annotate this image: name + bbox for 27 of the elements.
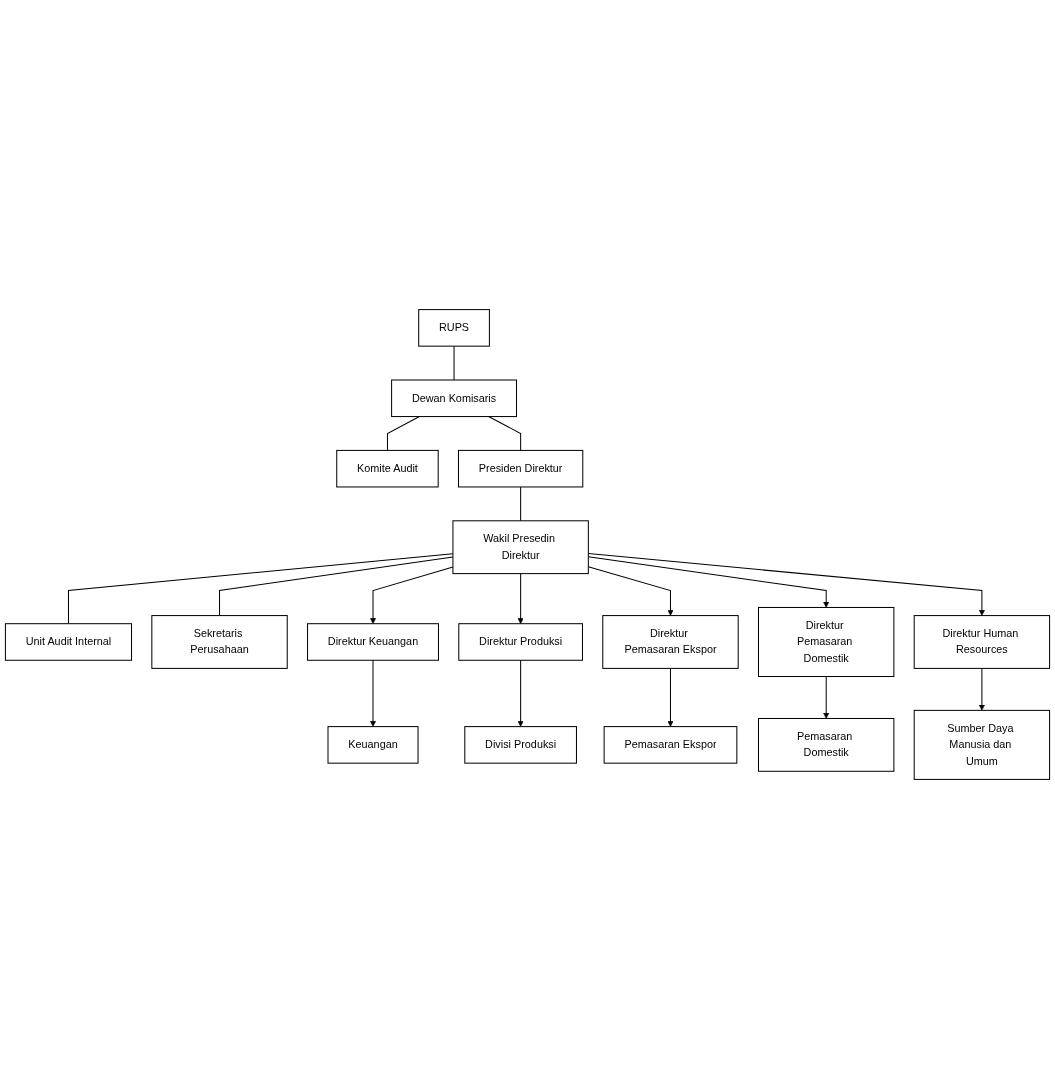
node-box: Keuangan <box>327 726 419 764</box>
node-box: Sumber Daya Manusia dan Umum <box>913 709 1051 780</box>
node-box: Direktur Pemasaran Ekspor <box>602 615 739 669</box>
node-box: Direktur Produksi <box>458 623 583 661</box>
arrow <box>823 676 830 719</box>
node-box: Direktur Human Resources <box>913 615 1051 669</box>
node-box: Pemasaran Ekspor <box>603 726 738 764</box>
node-box: Pemasaran Domestik <box>758 717 895 772</box>
node-box: Unit Audit Internal <box>4 623 133 661</box>
connector <box>453 345 455 381</box>
connector <box>386 416 420 451</box>
arrow <box>978 667 985 711</box>
node-box: Sekretaris Perusahaan <box>151 615 288 669</box>
node-box: Presiden Direktur <box>458 449 584 488</box>
node-box: RUPS <box>418 309 490 347</box>
node-box: Komite Audit <box>336 449 439 488</box>
connector <box>520 486 522 522</box>
node-box: Direktur Keuangan <box>307 623 439 661</box>
arrow <box>517 573 524 624</box>
arrow <box>370 659 376 727</box>
node-box: Divisi Produksi <box>464 726 577 764</box>
node-box: Wakil Presedin Direktur <box>452 520 589 575</box>
arrow <box>667 667 674 727</box>
node-box: Dewan Komisaris <box>391 379 517 418</box>
node-box: Direktur Pemasaran Domestik <box>758 606 895 677</box>
connector <box>488 416 522 451</box>
arrow <box>517 659 524 727</box>
